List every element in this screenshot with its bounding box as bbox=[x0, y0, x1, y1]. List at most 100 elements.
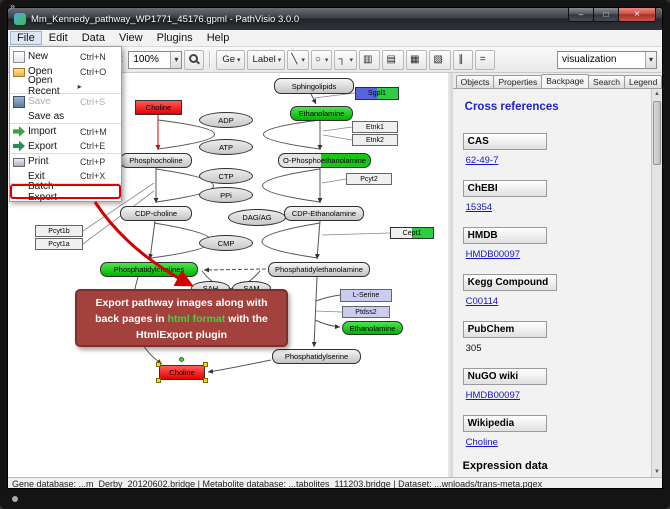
xref-link[interactable]: 305 bbox=[465, 343, 482, 354]
xref-link[interactable]: HMDB00097 bbox=[465, 249, 521, 260]
file-menu-print[interactable]: Print Ctrl+P bbox=[10, 154, 121, 169]
stack-vertical-button[interactable]: ∥ bbox=[452, 49, 473, 70]
menu-help[interactable]: Help bbox=[206, 32, 230, 44]
new-label-dropdown[interactable]: Label ▾ bbox=[246, 49, 286, 70]
new-connector-dropdown[interactable]: ┐ ▾ bbox=[334, 49, 358, 70]
zoom-select[interactable]: 100% ▾ bbox=[128, 50, 183, 69]
node-choline[interactable]: Choline bbox=[135, 100, 182, 115]
node-ethanolamine-2[interactable]: Ethanolamine bbox=[342, 321, 403, 335]
node-ctp[interactable]: CTP bbox=[199, 168, 253, 184]
tool-icon: ○ bbox=[314, 54, 321, 65]
node-cdp-choline[interactable]: CDP-choline bbox=[120, 206, 192, 221]
xref-link[interactable]: Choline bbox=[465, 437, 498, 448]
scroll-up-icon[interactable]: ▲ bbox=[654, 91, 660, 97]
file-menu-open-recent[interactable]: Open Recent ▸ bbox=[10, 75, 121, 97]
tool-label: Ge bbox=[222, 54, 236, 65]
tool-icon: ▥ bbox=[363, 54, 373, 65]
file-menu-save[interactable]: Save Ctrl+S bbox=[10, 94, 121, 109]
menu-view[interactable]: View bbox=[118, 32, 143, 44]
caret-down-icon: ▾ bbox=[301, 56, 305, 64]
node-ppi[interactable]: PPi bbox=[199, 187, 253, 203]
node-l-serine[interactable]: L-Serine bbox=[340, 289, 392, 302]
maximize-button[interactable]: □ bbox=[593, 8, 619, 22]
tab-objects[interactable]: Objects bbox=[455, 75, 495, 88]
node-etnk2[interactable]: Etnk2 bbox=[352, 134, 398, 146]
selection-handle[interactable] bbox=[203, 378, 208, 383]
common-height-button[interactable]: ▧ bbox=[429, 49, 451, 70]
file-menu-new[interactable]: New Ctrl+N bbox=[10, 49, 121, 64]
caret-down-icon: ▾ bbox=[324, 56, 329, 64]
selection-handle[interactable] bbox=[156, 362, 161, 367]
menu-item-label: Import bbox=[28, 126, 57, 137]
align-center-y-button[interactable]: ▤ bbox=[382, 49, 404, 70]
xref-link[interactable]: C00114 bbox=[465, 296, 499, 307]
node-sgpl1[interactable]: Sgpl1 bbox=[355, 87, 399, 100]
node-phosphatidylethanolamine[interactable]: Phosphatidylethanolamine bbox=[268, 262, 370, 277]
selection-handle[interactable] bbox=[156, 378, 161, 383]
menu-item-label: Export bbox=[28, 140, 57, 152]
menu-data[interactable]: Data bbox=[81, 32, 105, 44]
file-menu-exit[interactable]: Exit Ctrl+X bbox=[10, 169, 121, 184]
selection-handle[interactable] bbox=[203, 362, 208, 367]
scroll-down-icon[interactable]: ▼ bbox=[654, 469, 660, 475]
menu-plugins[interactable]: Plugins bbox=[156, 32, 193, 44]
annotation-highlight-text: html format bbox=[167, 312, 226, 325]
menu-file[interactable]: File bbox=[10, 31, 42, 45]
node-atp[interactable]: ATP bbox=[199, 139, 253, 155]
common-width-button[interactable]: ▦ bbox=[405, 49, 428, 70]
rotation-handle[interactable] bbox=[179, 357, 184, 362]
node-ethanolamine[interactable]: Ethanolamine bbox=[290, 106, 353, 121]
node-adp[interactable]: ADP bbox=[199, 112, 253, 128]
xref-link[interactable]: HMDB00097 bbox=[465, 390, 521, 401]
node-phosphatidylserine[interactable]: Phosphatidylserine bbox=[272, 349, 361, 364]
file-menu: New Ctrl+N Open Ctrl+O Open Recent ▸ Sav… bbox=[9, 46, 122, 203]
node-etnk1[interactable]: Etnk1 bbox=[352, 121, 398, 133]
node-choline-selected[interactable]: Choline bbox=[156, 357, 208, 383]
node-pcyt2[interactable]: Pcyt2 bbox=[346, 173, 392, 185]
visualization-select[interactable]: visualization ▾ bbox=[557, 50, 657, 69]
window-controls: – □ × bbox=[568, 8, 656, 22]
tab-legend[interactable]: Legend bbox=[623, 75, 662, 88]
file-menu-import[interactable]: Import Ctrl+M bbox=[10, 124, 121, 139]
file-menu-save-as[interactable]: Save as bbox=[10, 109, 121, 124]
node-o-phosphoethanolamine[interactable]: O-Phosphoethanolamine bbox=[278, 153, 371, 168]
stack-horizontal-button[interactable]: = bbox=[474, 49, 495, 70]
close-button[interactable]: × bbox=[618, 8, 656, 22]
tool-icon: = bbox=[479, 54, 486, 65]
file-menu-export[interactable]: Export Ctrl+E bbox=[10, 139, 121, 154]
frame-chevron: » bbox=[10, 1, 16, 11]
node-cdp-ethanolamine[interactable]: CDP-Ethanolamine bbox=[284, 206, 364, 221]
panel-splitter[interactable] bbox=[447, 73, 453, 477]
tab-properties[interactable]: Properties bbox=[493, 75, 543, 88]
node-cept1[interactable]: Cept1 bbox=[390, 227, 434, 239]
new-datanode-dropdown[interactable]: Ge ▾ bbox=[216, 49, 245, 70]
node-pcyt1b[interactable]: Pcyt1b bbox=[35, 225, 83, 237]
menu-item-label: Save bbox=[28, 96, 51, 107]
file-menu-batch-export[interactable]: Batch Export bbox=[10, 181, 121, 203]
file-menu-open[interactable]: Open Ctrl+O bbox=[10, 64, 121, 79]
node-cmp[interactable]: CMP bbox=[199, 235, 253, 251]
node-ptdss2[interactable]: Ptdss2 bbox=[342, 306, 390, 318]
minimize-button[interactable]: – bbox=[568, 8, 594, 22]
scrollbar-thumb[interactable] bbox=[653, 101, 661, 165]
tab-backpage[interactable]: Backpage bbox=[541, 74, 590, 88]
node-label: SAM bbox=[243, 283, 260, 293]
node-label: Sphingolipids bbox=[291, 81, 337, 91]
menu-edit[interactable]: Edit bbox=[48, 32, 68, 44]
tab-search[interactable]: Search bbox=[588, 75, 625, 88]
zoom-fit-button[interactable] bbox=[184, 49, 205, 70]
node-pcyt1a[interactable]: Pcyt1a bbox=[35, 238, 83, 250]
node-phosphatidylcholines[interactable]: Phosphatidylcholines bbox=[100, 262, 198, 277]
sidebar-scrollbar[interactable]: ▲ ▼ bbox=[651, 89, 662, 477]
node-dag-ag[interactable]: DAG/AG bbox=[228, 209, 286, 226]
xref-link[interactable]: 15354 bbox=[465, 202, 493, 213]
title-bar[interactable]: Mm_Kennedy_pathway_WP1771_45176.gpml - P… bbox=[8, 8, 662, 30]
new-shape-dropdown[interactable]: ○ ▾ bbox=[310, 49, 333, 70]
align-center-x-button[interactable]: ▥ bbox=[359, 49, 381, 70]
new-line-dropdown[interactable]: ╲ ▾ bbox=[287, 49, 309, 70]
node-sphingolipids[interactable]: Sphingolipids bbox=[274, 78, 354, 94]
xref-link[interactable]: 62-49-7 bbox=[465, 155, 499, 166]
node-label: ADP bbox=[218, 115, 234, 125]
node-phosphocholine[interactable]: Phosphocholine bbox=[120, 153, 192, 168]
menu-item-label: Open bbox=[28, 66, 53, 77]
